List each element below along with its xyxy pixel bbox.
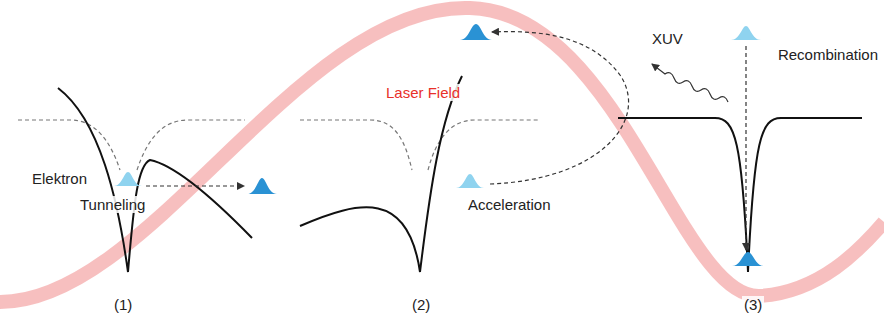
tunnel-arrow [146, 185, 244, 186]
acceleration-arrow [490, 32, 629, 184]
coulomb-dashed [300, 120, 412, 170]
step-number: (1) [112, 296, 134, 313]
step-number: (3) [742, 296, 764, 313]
xuv-photon [652, 64, 728, 102]
field-label: Laser Field [384, 84, 462, 101]
step-number: (2) [410, 296, 432, 313]
electron [456, 174, 484, 188]
step-label: Tunneling [78, 196, 147, 213]
particle-label: Elektron [30, 170, 89, 187]
tilted-potential [300, 76, 462, 272]
electron [732, 252, 764, 266]
step-label: Recombination [776, 46, 880, 63]
electron [731, 26, 761, 40]
coulomb-dashed [137, 120, 245, 170]
electron [247, 178, 277, 194]
electron [114, 172, 142, 186]
laser-wave [0, 8, 884, 302]
coulomb-potential [618, 118, 862, 272]
electron [460, 24, 492, 40]
step-label: Acceleration [466, 196, 553, 213]
radiation-label: XUV [650, 30, 685, 47]
coulomb-dashed [428, 120, 540, 170]
recombination-arrow [745, 46, 746, 250]
